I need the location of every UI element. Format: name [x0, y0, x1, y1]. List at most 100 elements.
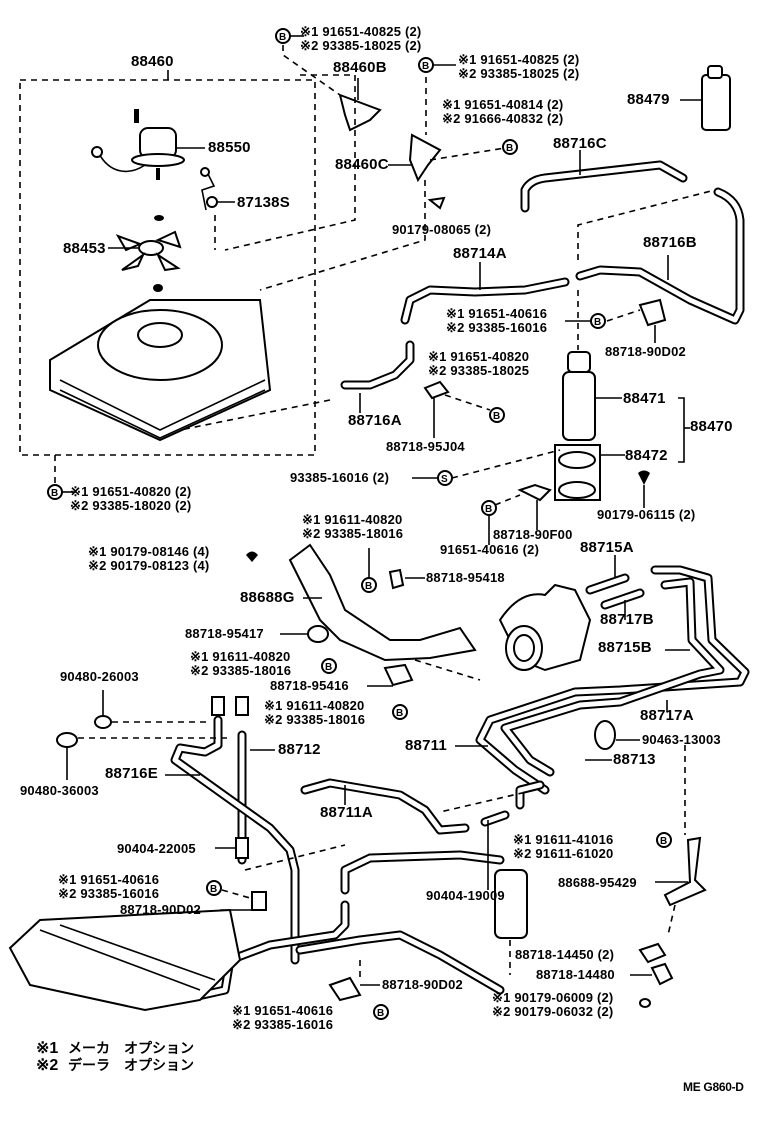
bolt-marker-icon: B	[206, 880, 222, 896]
part-label-91651-40616-2: 91651-40616 (2)	[440, 542, 540, 557]
sensor-87138S-drawing	[200, 167, 235, 250]
option-dealer: ※2 93385-18016	[302, 526, 404, 541]
option-dealer: ※2 93385-18016	[264, 712, 366, 727]
part-label-93385-16016-2: 93385-16016 (2)	[290, 470, 390, 485]
svg-text:B: B	[365, 581, 372, 592]
svg-text:B: B	[422, 61, 429, 72]
clamp-88718-14450-drawing	[638, 942, 667, 964]
option-maker: ※1 91651-40825 (2)	[300, 24, 422, 39]
part-label-88717B: 88717B	[600, 611, 654, 628]
washer-drawing	[154, 215, 164, 221]
part-label-88718-90F00: 88718-90F00	[493, 527, 573, 542]
bolt-marker-icon: B	[47, 455, 76, 500]
option-pair-88460B: ※1 91651-40825 (2) ※2 93385-18025 (2)	[300, 25, 421, 53]
part-label-88714A: 88714A	[453, 245, 507, 262]
bolt-marker-icon: B	[656, 832, 672, 848]
hose-88716C-drawing	[520, 150, 688, 213]
option-pair-88460C: ※1 91651-40814 (2) ※2 91666-40832 (2)	[442, 98, 563, 126]
bracket-88472-drawing	[554, 397, 690, 501]
bolt-marker-icon: B	[489, 407, 505, 423]
bolt-marker-icon: B	[418, 57, 456, 73]
svg-text:B: B	[325, 662, 332, 673]
option-dealer: ※2 91611-61020	[513, 846, 614, 861]
option-pair-88688G: ※1 91611-40820 ※2 93385-18016	[302, 513, 403, 541]
part-label-90480-26003: 90480-26003	[60, 669, 139, 684]
part-label-90179-06115: 90179-06115 (2)	[597, 507, 696, 522]
bolt-marker-icon: B	[392, 704, 408, 720]
option-pair-nut-left: ※1 90179-08146 (4) ※2 90179-08123 (4)	[88, 545, 209, 573]
option-maker: ※1 91611-40820	[190, 649, 291, 664]
option-maker: ※1 91651-40616	[232, 1003, 334, 1018]
option-dealer: ※2 93385-16016	[232, 1017, 334, 1032]
part-label-88688G: 88688G	[240, 589, 295, 606]
option-dealer: ※2 93385-18025	[428, 363, 530, 378]
part-label-88713: 88713	[613, 751, 656, 768]
clamp-88718-14480-drawing	[630, 962, 674, 986]
bracket-88688-95429-drawing	[655, 836, 707, 936]
option-pair-95416: ※1 91611-40820 ※2 93385-18016	[264, 699, 365, 727]
part-label-88717A: 88717A	[640, 707, 694, 724]
option-pair-95429: ※1 91611-41016 ※2 91611-61020	[513, 833, 613, 861]
part-label-90179-08065: 90179-08065 (2)	[392, 222, 492, 237]
svg-text:B: B	[493, 411, 500, 422]
part-label-88470: 88470	[690, 418, 733, 435]
condenser-fan-assembly-box	[19, 70, 316, 456]
part-label-88711A: 88711A	[320, 804, 373, 821]
part-label-88460B: 88460B	[333, 59, 387, 76]
bracket-88718-90F00-drawing	[488, 483, 552, 545]
svg-text:B: B	[396, 708, 403, 719]
hose-88711A-drawing	[300, 778, 545, 835]
hose-lower-drawing	[175, 850, 505, 1005]
option-maker: ※1 91651-40825 (2)	[458, 52, 580, 67]
condenser-lower-drawing	[8, 908, 242, 1012]
svg-text:B: B	[594, 317, 601, 328]
bolt-marker-icon: B	[275, 28, 304, 44]
condenser-drawing	[49, 299, 272, 442]
option-maker: ※1 91651-40616	[446, 306, 548, 321]
bolt-marker-icon: B	[481, 500, 497, 516]
leader-88460B	[282, 45, 341, 96]
part-label-90480-36003: 90480-36003	[20, 783, 99, 798]
option-pair-90D02-bottom: ※1 91651-40616 ※2 93385-16016	[232, 1004, 333, 1032]
option-dealer: ※2 90179-06032 (2)	[492, 1004, 614, 1019]
bolt-marker-icon: B	[502, 139, 518, 155]
fan-motor-drawing	[91, 109, 205, 180]
pipe-88716E-drawing	[165, 696, 300, 965]
bottle-88479-drawing	[680, 65, 731, 131]
svg-text:B: B	[377, 1008, 384, 1019]
option-maker: ※1 90179-08146 (4)	[88, 544, 210, 559]
bolt-marker-icon: B	[361, 548, 377, 593]
option-dealer: ※2 93385-16016	[446, 320, 548, 335]
nut-90179-06009-drawing	[639, 998, 651, 1008]
option-pair-95417: ※1 91611-40820 ※2 93385-18016	[190, 650, 291, 678]
option-pair-nut-bottom: ※1 90179-06009 (2) ※2 90179-06032 (2)	[492, 991, 613, 1019]
part-label-90404-19009: 90404-19009	[426, 888, 505, 903]
part-label-88718-95418: 88718-95418	[426, 570, 505, 585]
part-label-88716B: 88716B	[643, 234, 697, 251]
clamp-88718-95418-drawing	[388, 568, 425, 590]
screw-marker-icon: S	[412, 470, 453, 486]
receiver-drier-88471-drawing	[562, 290, 622, 441]
option-pair-95J04: ※1 91651-40820 ※2 93385-18025	[428, 350, 529, 378]
receiver-lower-drawing	[487, 820, 528, 975]
drawing-code: ME G860-D	[683, 1080, 744, 1094]
svg-text:S: S	[441, 474, 448, 485]
bracket-88688G-drawing	[288, 543, 481, 681]
option-pair-condenser-bottom: ※1 91651-40820 (2) ※2 93385-18020 (2)	[70, 485, 191, 513]
svg-text:B: B	[51, 488, 58, 499]
option-maker: ※1 91611-41016	[513, 832, 614, 847]
option-maker: ※1 91651-40820	[428, 349, 530, 364]
option-maker: ※1 90179-06009 (2)	[492, 990, 614, 1005]
bracket-88460C-drawing	[259, 77, 506, 291]
hoses-88715-88717-drawing	[475, 555, 750, 795]
part-label-88472: 88472	[625, 447, 668, 464]
part-label-88460C: 88460C	[335, 156, 389, 173]
bracket-88460B-drawing	[338, 78, 382, 132]
part-label-88471: 88471	[623, 390, 666, 407]
part-label-88718-90D02-top: 88718-90D02	[605, 344, 686, 359]
bolt-marker-icon: B	[565, 313, 606, 329]
option-dealer: ※2 93385-18020 (2)	[70, 498, 192, 513]
part-label-88716C: 88716C	[553, 135, 607, 152]
